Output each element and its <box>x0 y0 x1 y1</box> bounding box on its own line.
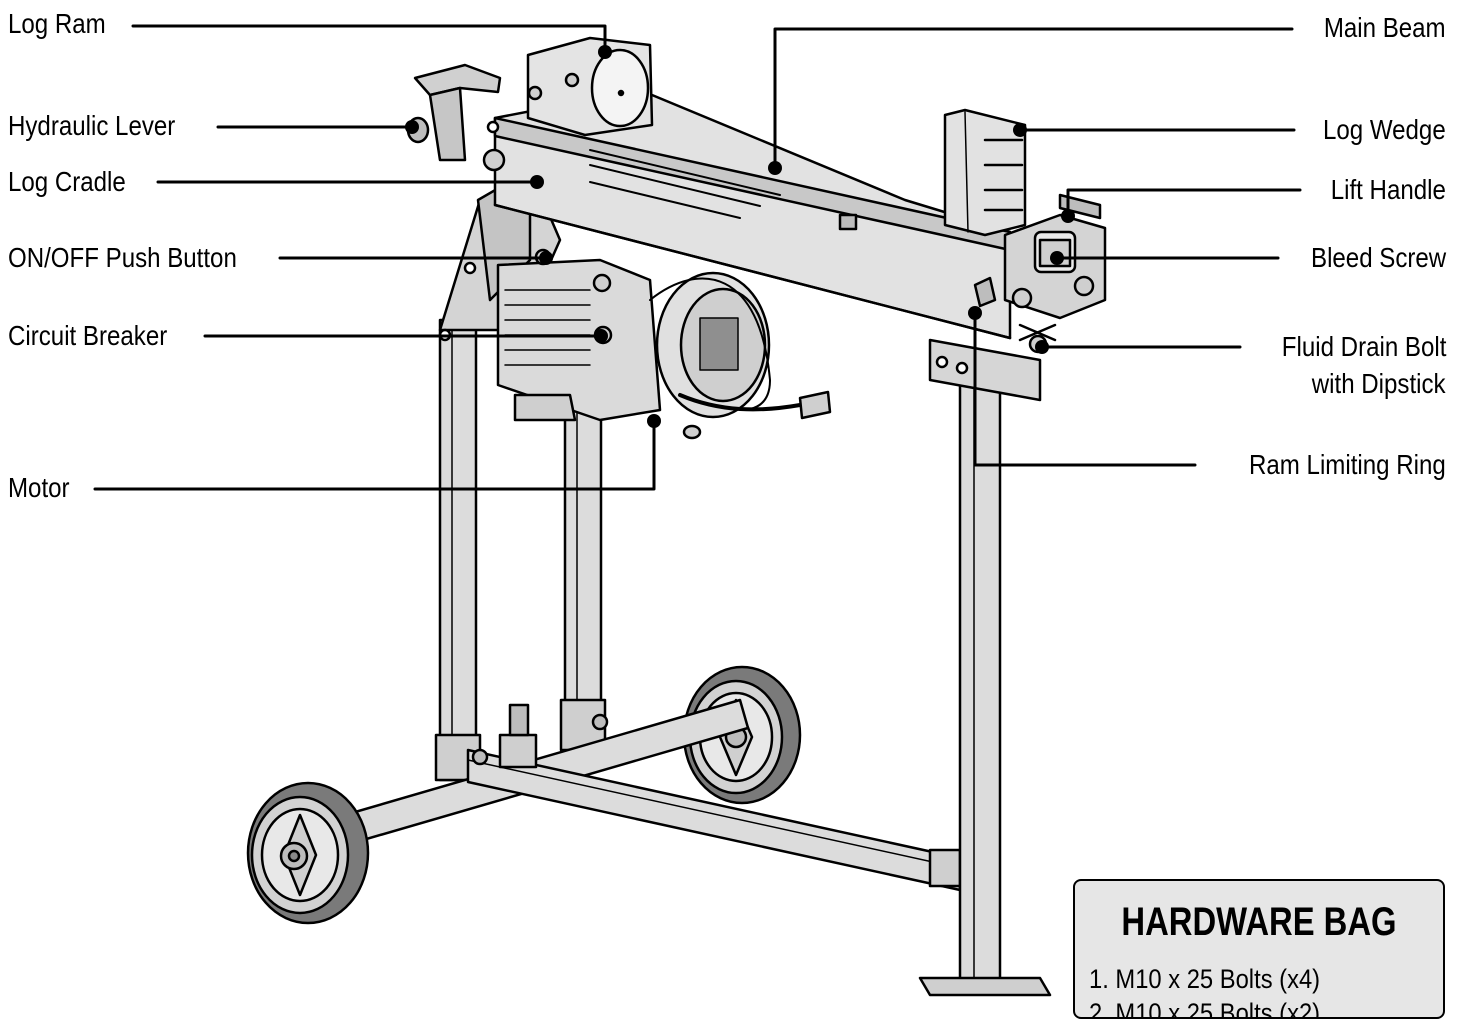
label-lift-handle: Lift Handle <box>1330 174 1446 205</box>
dot-on-off-button <box>539 251 553 265</box>
hardware-bag-title: HARDWARE BAG <box>1121 900 1397 944</box>
hardware-bag-panel: HARDWARE BAG 1. M10 x 25 Bolts (x4) 2. M… <box>1073 879 1445 1019</box>
main-beam <box>486 88 1012 340</box>
leader-dots <box>405 45 1075 428</box>
leader-lift-handle <box>1066 188 1302 217</box>
label-fluid-drain-bolt-line2: with Dipstick <box>1312 368 1446 399</box>
leader-main-beam <box>773 27 1294 170</box>
dot-bleed-screw <box>1050 251 1064 265</box>
dot-motor <box>647 414 661 428</box>
label-motor: Motor <box>8 472 70 503</box>
log-ram <box>526 36 654 137</box>
label-log-wedge: Log Wedge <box>1323 114 1446 145</box>
leader-log-ram <box>131 24 607 52</box>
dot-lift-handle <box>1061 209 1075 223</box>
log-wedge <box>943 108 1027 237</box>
front-wheel <box>246 781 370 925</box>
hydraulic-lever <box>406 63 506 172</box>
dot-log-wedge <box>1013 123 1027 137</box>
label-ram-limiting-ring: Ram Limiting Ring <box>1249 449 1446 480</box>
leader-lines <box>93 24 1302 491</box>
label-log-ram: Log Ram <box>8 8 106 39</box>
dot-circuit-breaker <box>594 329 608 343</box>
label-bleed-screw: Bleed Screw <box>1310 242 1446 273</box>
dot-log-cradle <box>530 175 544 189</box>
dot-main-beam <box>768 161 782 175</box>
rear-left-leg <box>434 318 482 782</box>
leader-motor <box>93 420 656 491</box>
dot-hydraulic-lever <box>405 120 419 134</box>
leader-ram-limiting-ring <box>973 310 1197 467</box>
dot-log-ram <box>598 45 612 59</box>
cylinder-end <box>973 193 1107 354</box>
dot-fluid-drain-bolt <box>1035 340 1049 354</box>
label-on-off-push-button: ON/OFF Push Button <box>8 242 237 273</box>
label-hydraulic-lever: Hydraulic Lever <box>8 110 176 141</box>
hardware-bag-item: 1. M10 x 25 Bolts (x4) <box>1089 964 1321 994</box>
label-circuit-breaker: Circuit Breaker <box>8 320 168 351</box>
label-log-cradle: Log Cradle <box>8 166 126 197</box>
dot-ram-limiting-ring <box>968 306 982 320</box>
label-main-beam: Main Beam <box>1324 12 1446 43</box>
front-right-leg <box>918 338 1052 997</box>
label-fluid-drain-bolt: Fluid Drain Bolt <box>1281 331 1446 362</box>
rear-center-leg <box>559 398 607 752</box>
lower-frame <box>298 698 962 892</box>
hardware-bag-item: 2. M10 x 25 Bolts (x2) <box>1089 998 1321 1019</box>
